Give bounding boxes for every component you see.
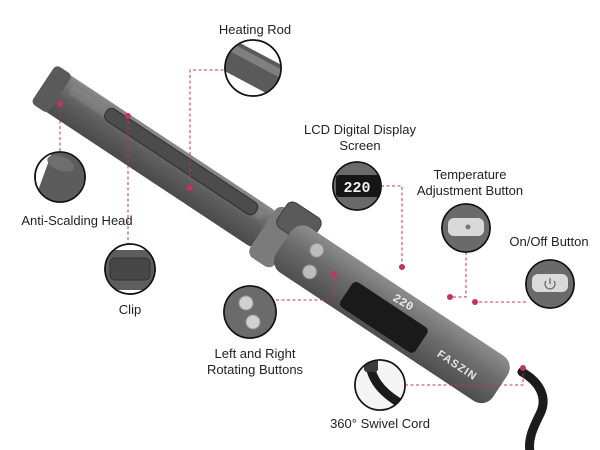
- curling-iron: FASZIN 220: [32, 66, 548, 450]
- label-temp-line1: Temperature: [433, 167, 507, 182]
- rotate-button-lower[interactable]: [300, 262, 319, 281]
- label-rotating-line1: Left and Right: [214, 346, 296, 361]
- detail-clip: [104, 243, 156, 295]
- label-temp-line2: Adjustment Button: [416, 183, 524, 198]
- power-icon: [544, 278, 556, 290]
- detail-heating-rod: [224, 39, 282, 97]
- thermometer-icon: [465, 224, 471, 230]
- label-clip: Clip: [118, 302, 142, 317]
- label-lcd-line2: Screen: [339, 138, 381, 153]
- display-window: [339, 281, 428, 353]
- label-anti-scalding-head: Anti-Scalding Head: [21, 213, 133, 228]
- detail-swivel-cord: [354, 359, 406, 411]
- label-swivel-cord: 360° Swivel Cord: [330, 416, 430, 431]
- anti-scalding-head: [32, 66, 71, 112]
- label-heating-rod: Heating Rod: [218, 22, 292, 37]
- label-rotating-line2: Rotating Buttons: [206, 362, 304, 377]
- detail-rotating-buttons: [223, 285, 277, 339]
- detail-lcd-display: 220: [332, 161, 382, 211]
- label-onoff-button: On/Off Button: [509, 234, 589, 249]
- swivel-cord: [517, 367, 548, 450]
- heating-rod: [40, 71, 275, 247]
- detail-onoff-button: [525, 259, 575, 309]
- label-temperature-button: Temperature Adjustment Button: [405, 167, 535, 199]
- clip: [104, 107, 259, 216]
- label-lcd-display: LCD Digital Display Screen: [290, 122, 430, 154]
- leader-lines: [57, 69, 526, 386]
- detail-anti-scalding-head: [34, 151, 86, 203]
- label-rotating-buttons: Left and Right Rotating Buttons: [190, 346, 320, 378]
- rotate-button-upper[interactable]: [307, 240, 326, 259]
- lcd-detail-readout: 220: [343, 180, 370, 197]
- label-lcd-line1: LCD Digital Display: [304, 122, 416, 137]
- detail-temperature-button: [441, 203, 491, 253]
